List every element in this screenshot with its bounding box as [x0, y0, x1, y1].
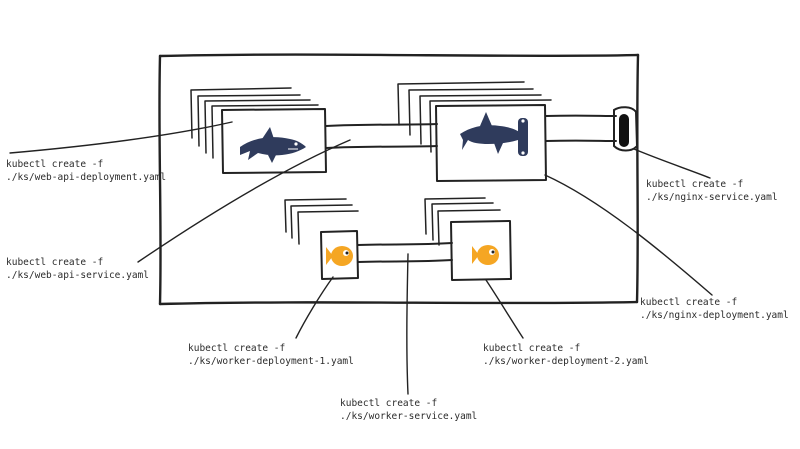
worker-deployment-1-stack [284, 198, 359, 280]
label-line: ./ks/web-api-service.yaml [6, 270, 149, 281]
shark-icon [240, 127, 306, 163]
label-line: kubectl create -f [340, 398, 438, 409]
leader-worker-service [406, 253, 409, 395]
goldfish-icon [326, 246, 353, 266]
label-line: kubectl create -f [6, 159, 104, 170]
leader-worker-deployment-1 [295, 276, 334, 339]
nginx-deployment-stack [397, 81, 552, 182]
leader-lines [9, 121, 713, 395]
worker-deployment-2-stack [424, 197, 512, 281]
label-line: kubectl create -f [640, 297, 738, 308]
label-web-api-deployment: kubectl create -f ./ks/web-api-deploymen… [6, 158, 166, 184]
label-line: kubectl create -f [646, 179, 744, 190]
label-worker-service: kubectl create -f ./ks/worker-service.ya… [340, 397, 477, 423]
leader-nginx-deployment [544, 174, 713, 296]
hammerhead-shark-icon [460, 112, 528, 156]
worker-service-pipe [357, 242, 453, 263]
nginx-service-pipe [545, 114, 617, 142]
goldfish-icon [472, 245, 499, 265]
label-nginx-deployment: kubectl create -f ./ks/nginx-deployment.… [640, 296, 789, 322]
label-web-api-service: kubectl create -f ./ks/web-api-service.y… [6, 256, 149, 282]
leader-web-api-deployment [9, 121, 233, 154]
service-port-icon [613, 106, 639, 152]
cluster-boundary [158, 53, 640, 306]
label-line: ./ks/worker-deployment-2.yaml [483, 356, 649, 367]
label-line: kubectl create -f [483, 343, 581, 354]
label-line: ./ks/worker-deployment-1.yaml [188, 356, 354, 367]
leader-web-api-service [137, 139, 351, 263]
leader-nginx-service [633, 148, 711, 179]
label-nginx-service: kubectl create -f ./ks/nginx-service.yam… [646, 178, 778, 204]
web-api-deployment-stack [190, 87, 327, 174]
leader-worker-deployment-2 [485, 279, 524, 339]
label-line: kubectl create -f [188, 343, 286, 354]
label-line: ./ks/nginx-service.yaml [646, 192, 778, 203]
label-line: kubectl create -f [6, 257, 104, 268]
web-api-service-pipe [325, 123, 438, 149]
label-worker-deployment-1: kubectl create -f ./ks/worker-deployment… [188, 342, 354, 368]
label-line: ./ks/web-api-deployment.yaml [6, 172, 167, 183]
label-line: ./ks/nginx-deployment.yaml [640, 310, 789, 321]
label-worker-deployment-2: kubectl create -f ./ks/worker-deployment… [483, 342, 649, 368]
label-line: ./ks/worker-service.yaml [340, 411, 478, 422]
